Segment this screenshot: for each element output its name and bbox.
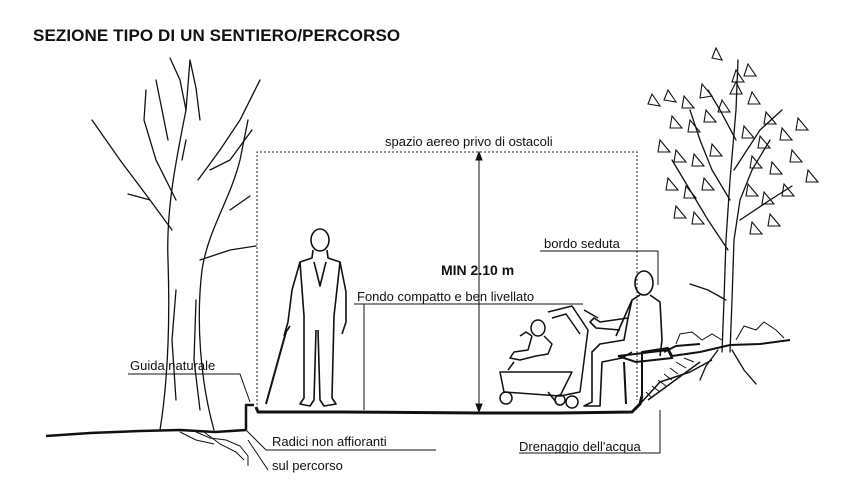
seat-edge-label: bordo seduta [544, 236, 620, 251]
diagram-title: SEZIONE TIPO DI UN SENTIERO/PERCORSO [33, 26, 401, 45]
height-dimension [475, 150, 483, 414]
seated-person-figure [583, 270, 663, 407]
tree-foliage [647, 46, 820, 235]
pedestrian-figure [265, 228, 347, 407]
ground-line [45, 339, 791, 438]
roots-label-line1: Radici non affioranti [272, 434, 387, 449]
left-tree [91, 57, 261, 431]
min-height-label: MIN 2.10 m [441, 262, 515, 278]
drainage-gravel [645, 357, 701, 401]
natural-guide-label: Guida naturale [130, 358, 216, 373]
drainage-label: Drenaggio dell'acqua [519, 439, 641, 454]
surface-label: Fondo compatto e ben livellato [357, 289, 535, 304]
clearance-envelope [256, 151, 638, 405]
shrub [675, 321, 785, 345]
roots-label-line2: sul percorso [272, 458, 343, 473]
clear-space-label: spazio aereo privo di ostacoli [385, 134, 553, 149]
bench [617, 343, 701, 405]
tree-roots [179, 431, 249, 466]
stroller-figure [499, 305, 599, 409]
right-tree [671, 59, 793, 385]
leader-lines [128, 250, 661, 471]
